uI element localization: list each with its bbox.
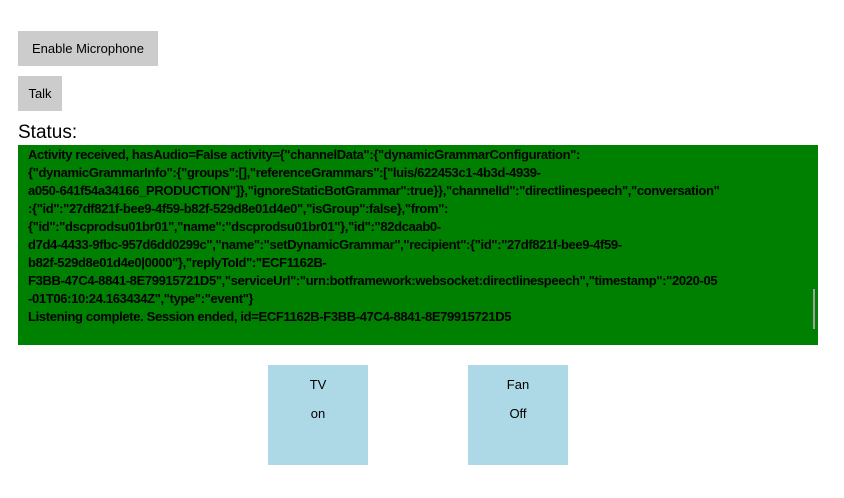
- status-label: Status:: [18, 122, 78, 143]
- status-line: {"id":"dscprodsu01br01","name":"dscprods…: [28, 219, 441, 234]
- status-line: -01T06:10:24.163434Z","type":"event"}: [28, 291, 254, 306]
- status-line: Listening complete. Session ended, id=EC…: [28, 309, 512, 324]
- enable-microphone-button[interactable]: Enable Microphone: [18, 31, 158, 66]
- device-state: on: [310, 406, 326, 421]
- status-line: F3BB-47C4-8841-8E79915721D5","serviceUrl…: [28, 273, 718, 288]
- status-line: :{"id":"27df821f-bee9-4f59-b82f-529d8e01…: [28, 201, 449, 216]
- status-line: a050-641f54a34166_PRODUCTION"]},"ignoreS…: [28, 183, 720, 198]
- device-state: Off: [509, 406, 527, 421]
- device-tile-fan: Fan Off: [468, 365, 568, 465]
- status-line: {"dynamicGrammarInfo":{"groups":[],"refe…: [28, 165, 541, 180]
- device-tile-tv: TV on: [268, 365, 368, 465]
- status-line: Activity received, hasAudio=False activi…: [28, 147, 580, 162]
- status-text: Activity received, hasAudio=False activi…: [28, 146, 804, 326]
- talk-button[interactable]: Talk: [18, 76, 62, 111]
- scrollbar[interactable]: [813, 289, 815, 329]
- status-line: d7d4-4433-9fbc-957d6dd0299c","name":"set…: [28, 237, 622, 252]
- status-line: b82f-529d8e01d4e0|0000"},"replyToId":"EC…: [28, 255, 327, 270]
- device-tiles: TV on Fan Off: [268, 365, 844, 465]
- device-name: TV: [309, 377, 327, 392]
- status-log[interactable]: Activity received, hasAudio=False activi…: [18, 145, 818, 345]
- device-name: Fan: [506, 377, 530, 392]
